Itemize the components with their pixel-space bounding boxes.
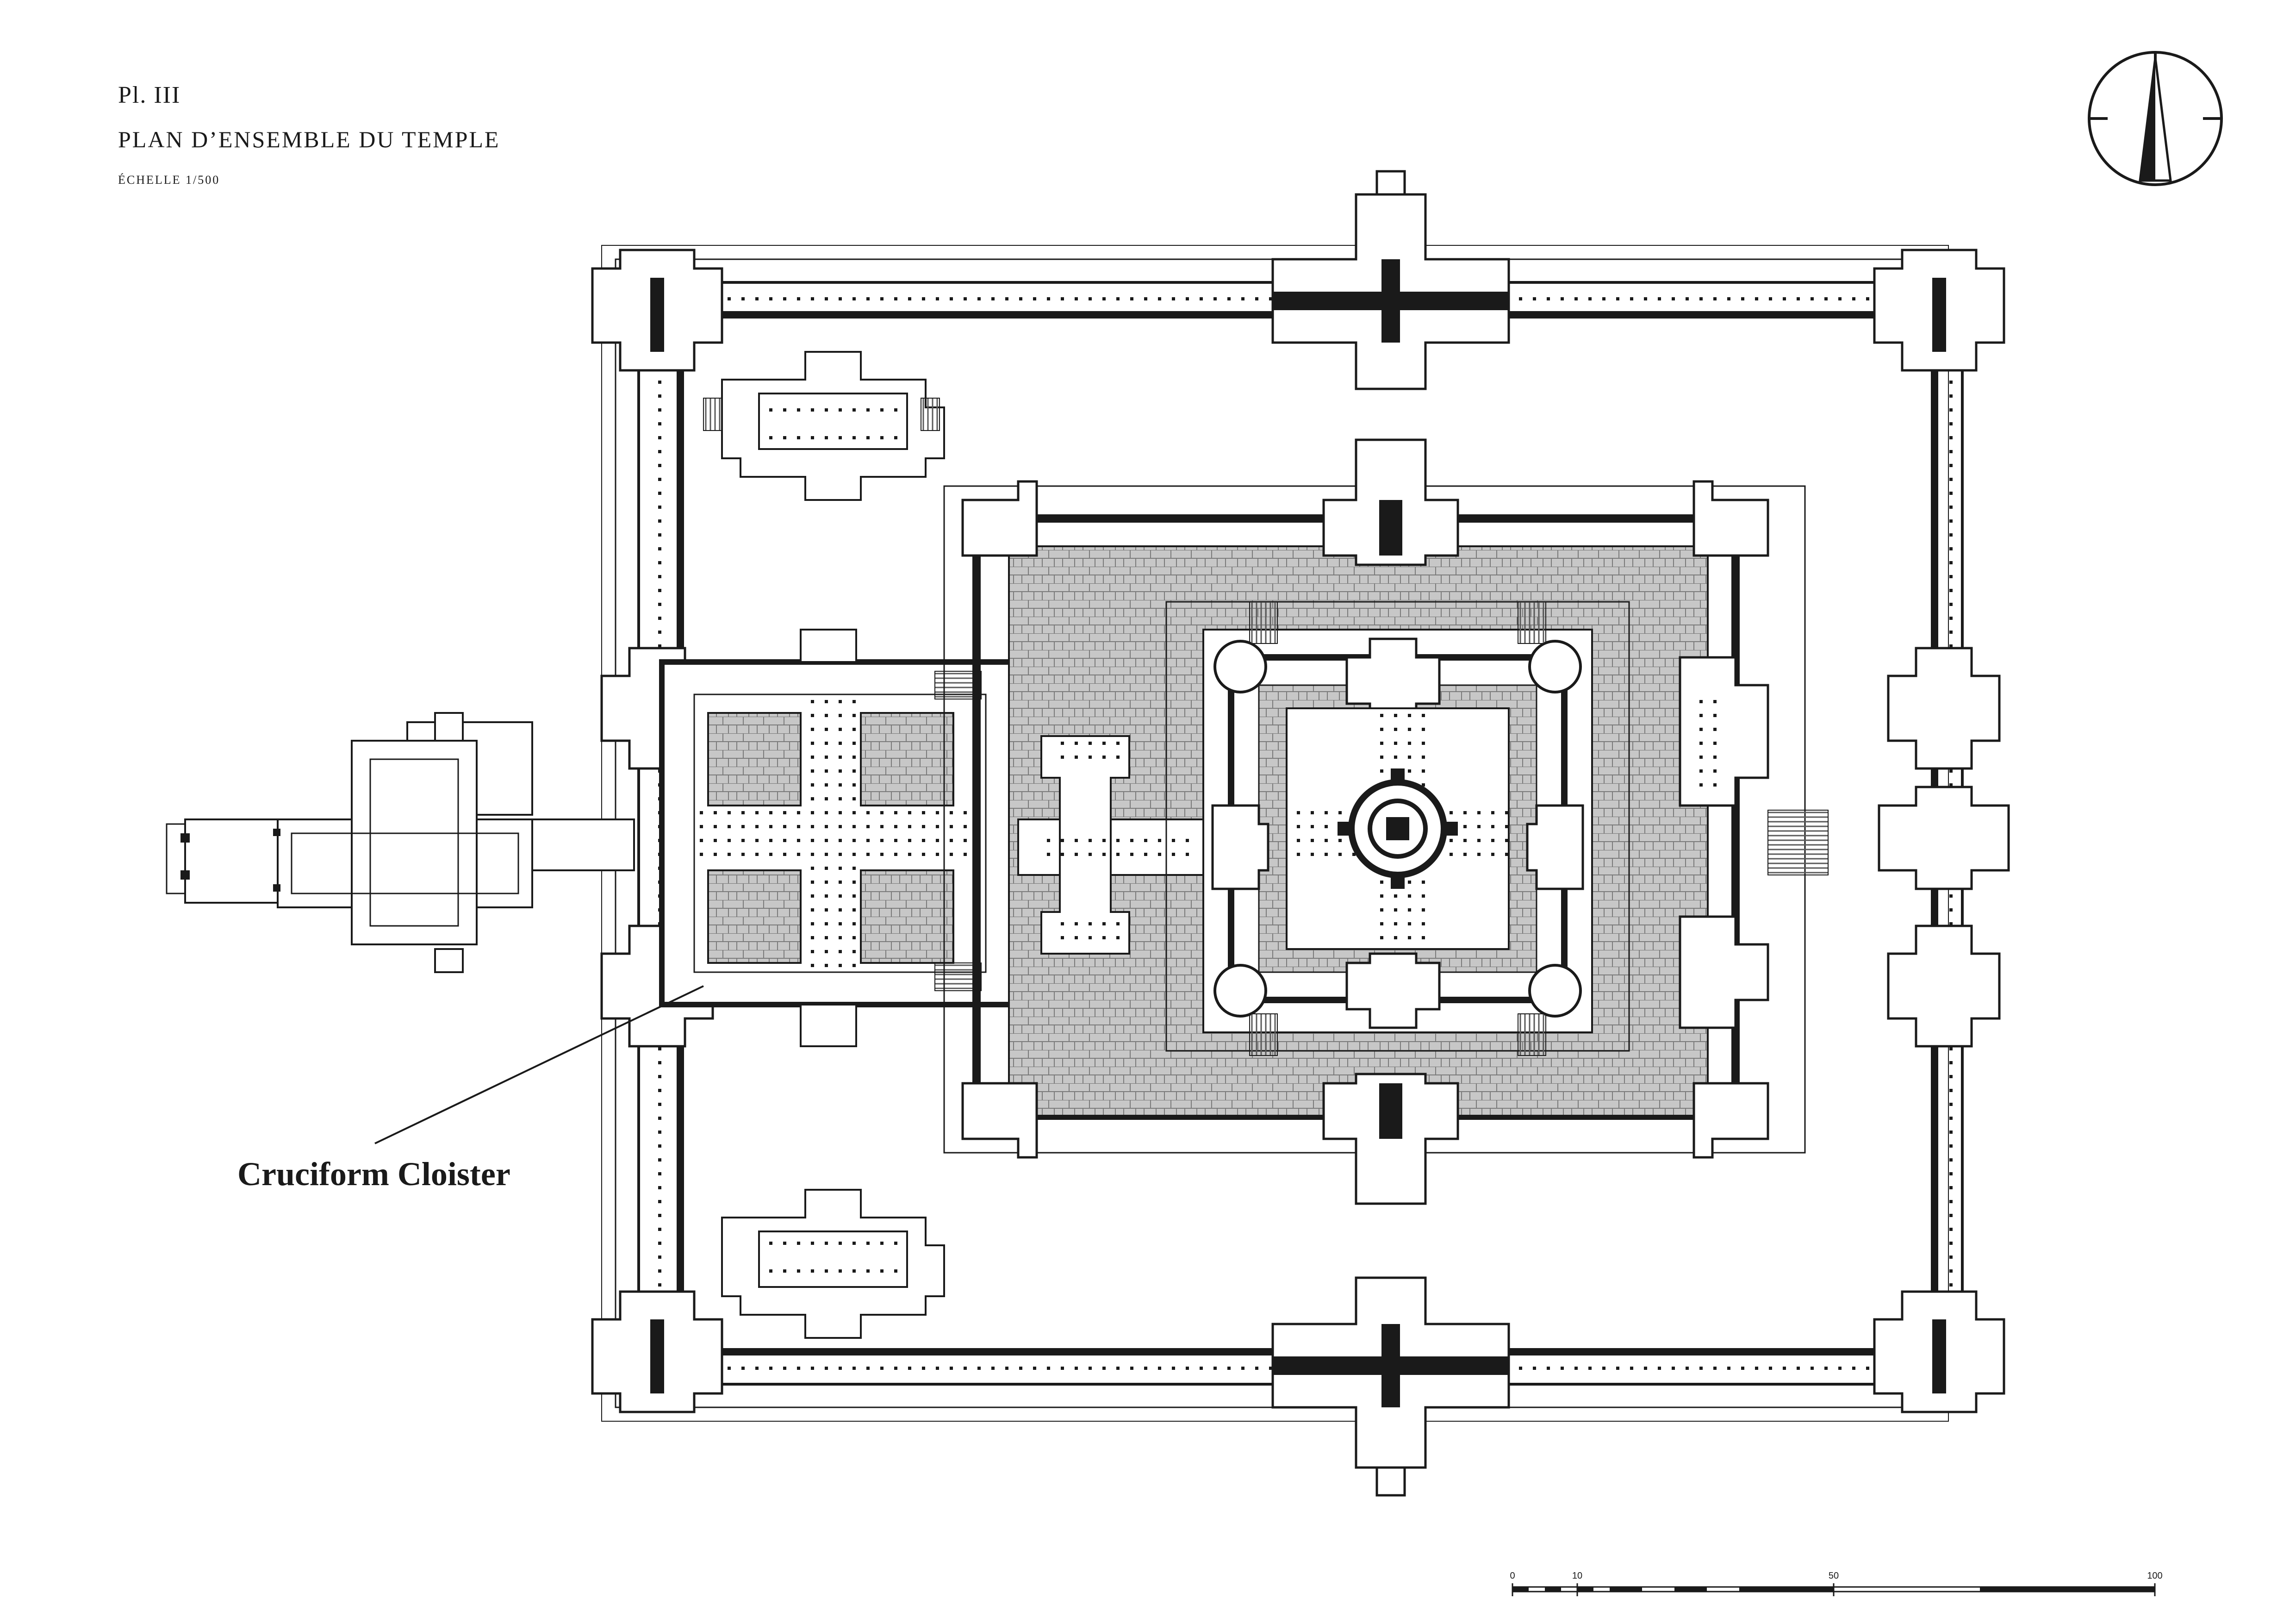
scale-tick-100: 100 — [2147, 1571, 2162, 1581]
central-sanctuary — [1286, 707, 1510, 950]
scale-tick-50: 50 — [1829, 1571, 1839, 1581]
west-terrace — [184, 712, 635, 973]
west-entrance-pavilion — [180, 829, 280, 892]
plate-scale: ÉCHELLE 1/500 — [118, 173, 220, 187]
scale-tick-0: 0 — [1510, 1571, 1515, 1581]
north-arrow-icon — [2088, 51, 2223, 186]
callout-label: Cruciform Cloister — [237, 1156, 510, 1193]
callout-leader-line — [374, 985, 704, 1144]
plate-number: Pl. III — [118, 82, 181, 108]
scale-tick-10: 10 — [1572, 1571, 1582, 1581]
title-block: Pl. III PLAN D’ENSEMBLE DU TEMPLE ÉCHELL… — [118, 83, 500, 186]
cruciform-cloister — [659, 629, 1021, 1047]
scale-bar: 0 10 50 100 — [1510, 1571, 2163, 1596]
library-south — [721, 1189, 945, 1339]
library-north — [721, 351, 945, 501]
plate-title: PLAN D’ENSEMBLE DU TEMPLE — [118, 126, 500, 152]
